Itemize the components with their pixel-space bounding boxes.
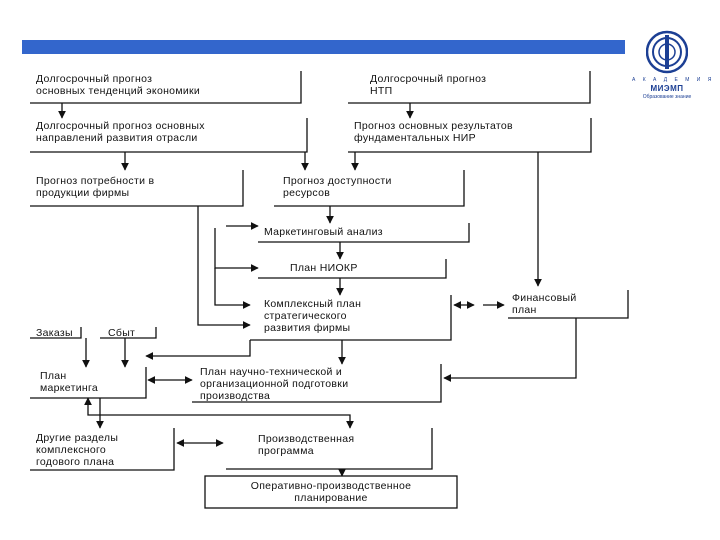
logo-name-text: МИЭМП	[650, 84, 684, 93]
label-orders: Заказы	[36, 327, 73, 339]
logo-academy-text: А К А Д Е М И Я	[632, 77, 715, 83]
logo-motto-text: Образование знание	[642, 94, 692, 100]
flow-finance-techprep	[443, 318, 577, 382]
academy-emblem-icon	[646, 30, 688, 74]
label-marketing-analysis: Маркетинговый анализ	[264, 226, 383, 238]
box-resource-availability	[274, 170, 465, 207]
box-operational-planning	[204, 475, 458, 509]
box-orders	[30, 327, 82, 339]
box-longterm-industry	[30, 118, 308, 153]
flow-demand-strategic	[197, 206, 251, 329]
flow-left-rail-strategic	[214, 268, 251, 309]
top-accent-bar	[22, 40, 625, 54]
box-product-demand	[30, 170, 244, 207]
box-strategic-plan	[250, 295, 452, 341]
flow-left-rail-rnd	[214, 228, 259, 272]
box-longterm-economy	[30, 71, 302, 104]
box-longterm-ntp	[348, 71, 591, 104]
box-research-results	[348, 118, 592, 153]
box-marketing-analysis	[258, 223, 470, 243]
box-rnd-plan	[258, 259, 447, 279]
box-production-program	[226, 428, 433, 470]
box-sales	[100, 327, 157, 339]
box-other-sections	[30, 428, 175, 471]
flow-strategic-marketing-plan	[145, 340, 251, 360]
label-rnd-plan: План НИОКР	[290, 262, 358, 274]
flow-marketing-production	[84, 397, 354, 429]
academy-logo: А К А Д Е М И Я МИЭМП Образование знание	[632, 30, 715, 105]
box-finance-plan	[508, 290, 629, 319]
label-sales: Сбыт	[108, 327, 136, 339]
